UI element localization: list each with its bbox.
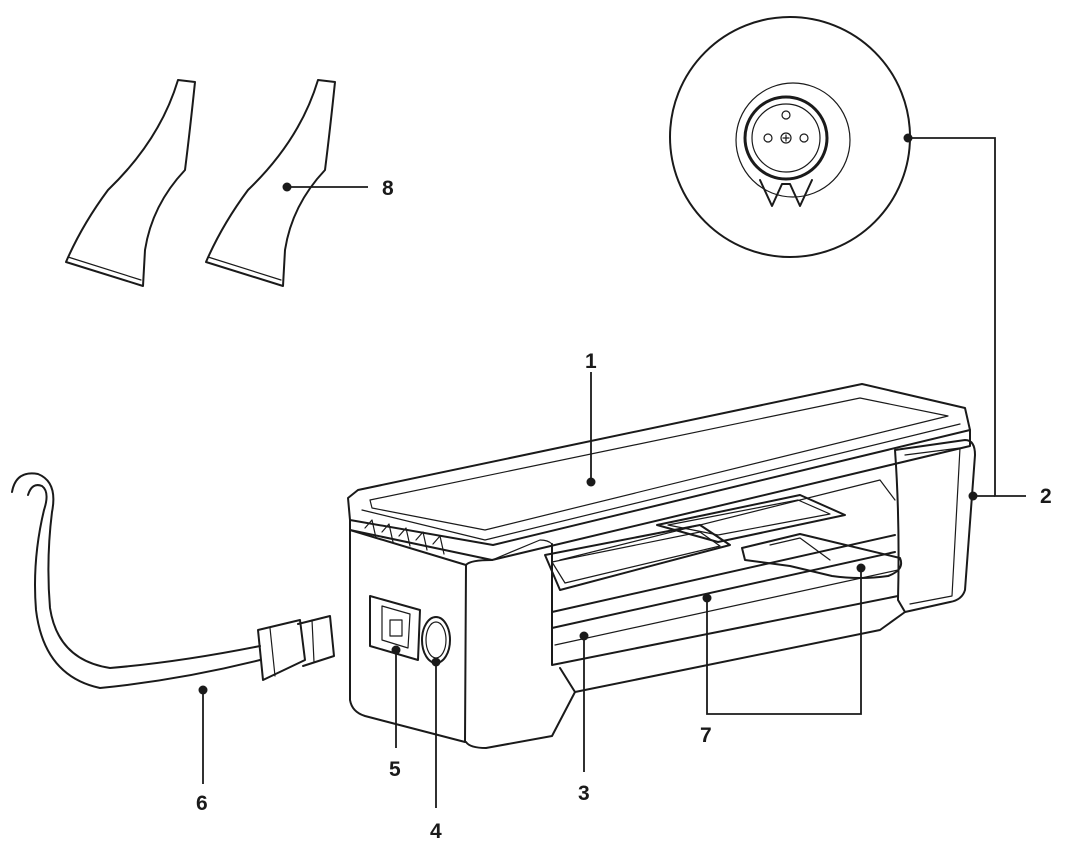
leader-lines	[198, 133, 1026, 808]
power-inlet	[369, 595, 421, 661]
power-switch	[421, 616, 451, 664]
callout-5: 5	[389, 758, 401, 781]
callout-1: 1	[585, 350, 597, 373]
spatula-right	[205, 79, 336, 287]
appliance-body	[347, 383, 976, 749]
callout-2: 2	[1040, 485, 1052, 508]
callout-7: 7	[700, 724, 712, 747]
callout-4: 4	[430, 820, 442, 843]
vent-slots	[364, 519, 445, 555]
power-cord	[11, 472, 335, 689]
callout-3: 3	[578, 782, 590, 805]
callout-8: 8	[382, 177, 394, 200]
spatula-left	[65, 79, 196, 287]
callout-6: 6	[196, 792, 208, 815]
socket-detail	[669, 16, 911, 258]
